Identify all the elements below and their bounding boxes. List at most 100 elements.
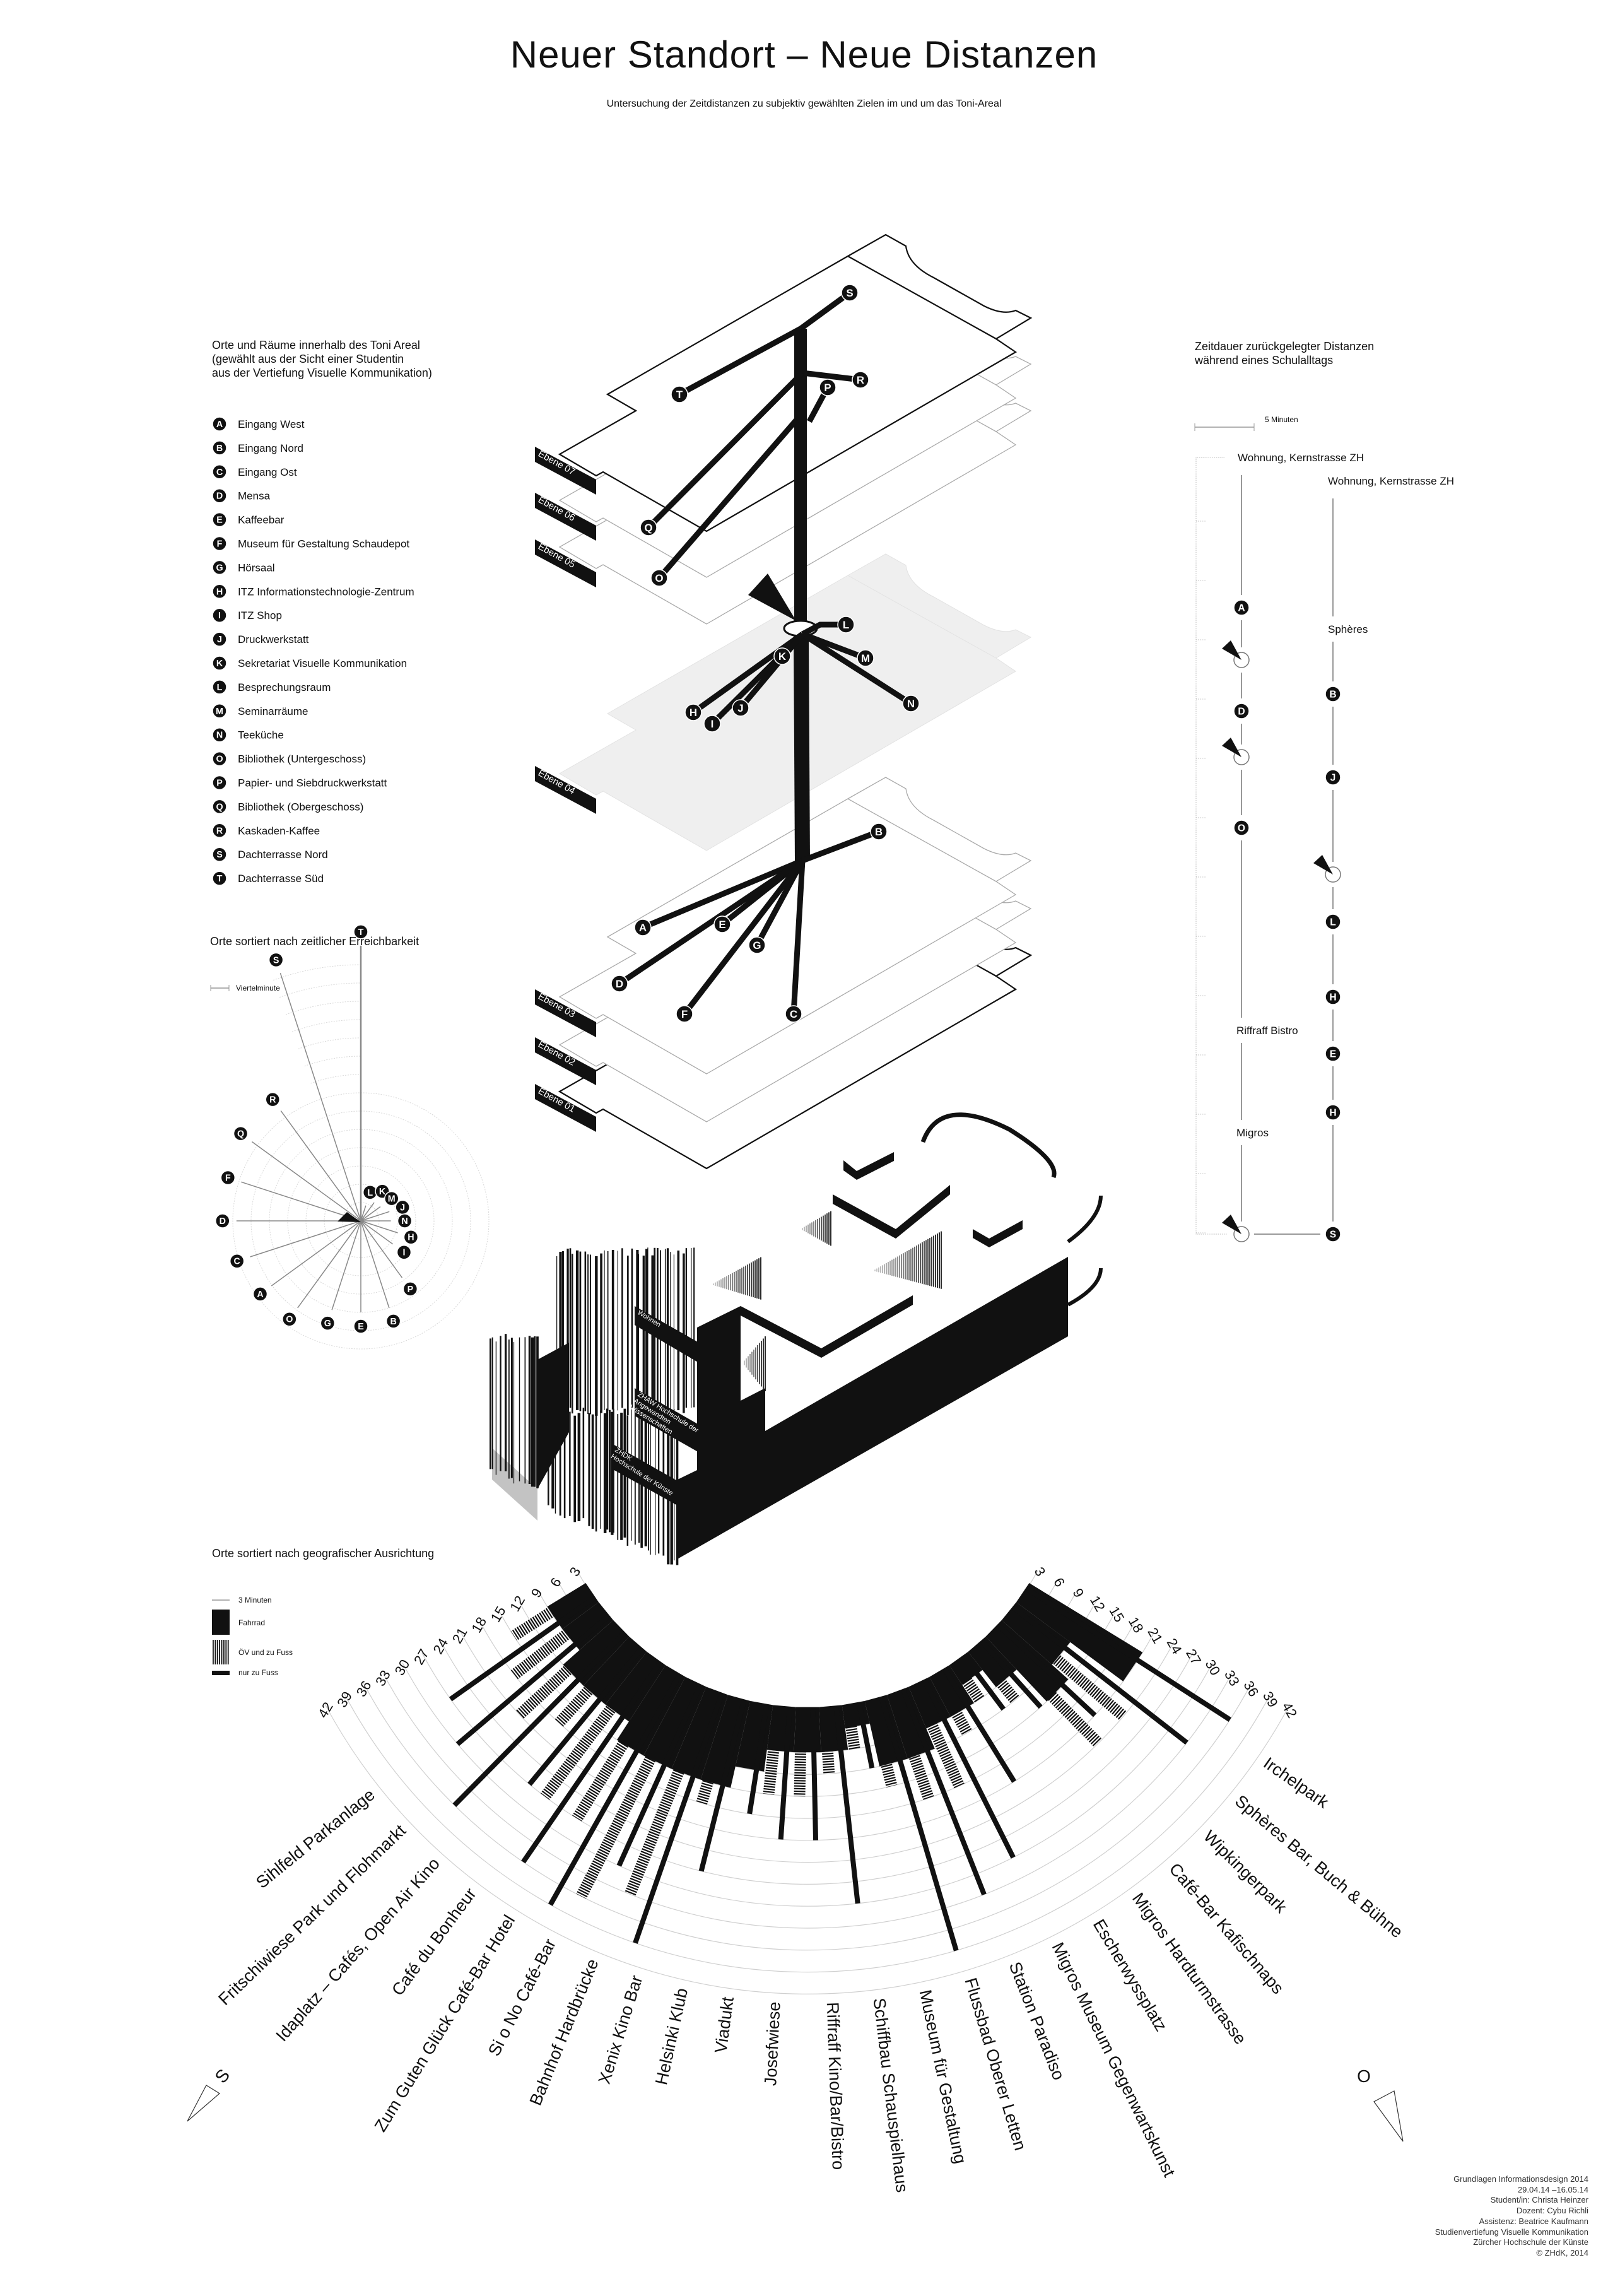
badge-circle xyxy=(671,386,688,403)
badge-circle xyxy=(713,915,731,933)
place-badge-M: M xyxy=(212,704,227,719)
badge-letter: O xyxy=(655,572,663,584)
legend-item-label: Hörsaal xyxy=(238,562,275,574)
facade-stripe xyxy=(642,1256,645,1416)
facade-stripe xyxy=(589,1254,591,1415)
badge-letter: F xyxy=(225,1173,231,1183)
badge-letter: M xyxy=(216,707,223,717)
tick-label-right: 27 xyxy=(1183,1646,1204,1668)
route-line xyxy=(682,859,805,1016)
roof-edge xyxy=(833,1185,950,1239)
badge-circle xyxy=(212,799,227,815)
place-badge-B: B xyxy=(212,440,227,456)
legend-transit-swatch xyxy=(219,1640,220,1664)
roof-curve xyxy=(1067,1195,1103,1307)
bar-transit xyxy=(887,1692,934,1800)
bar-walk xyxy=(778,1707,792,1840)
place-badge-E: E xyxy=(212,512,227,527)
badge-letter: K xyxy=(778,651,787,662)
category-label: Viadukt xyxy=(711,1996,737,2054)
category-label: Station Paradiso xyxy=(1006,1959,1069,2083)
badge-circle xyxy=(233,1126,249,1141)
legend-transit-swatch xyxy=(216,1640,218,1664)
place-badge-G: G xyxy=(212,560,227,575)
route-line xyxy=(738,632,805,710)
route-line xyxy=(657,418,799,580)
reachability-scale-label: Viertelminute xyxy=(236,984,280,992)
place-badge-H: H xyxy=(684,704,702,721)
badge-circle xyxy=(902,695,920,712)
legend-transit-swatch xyxy=(225,1640,227,1664)
badge-letter: J xyxy=(400,1203,405,1213)
legend-item-label: ITZ Shop xyxy=(238,609,282,621)
legend-item: G Hörsaal xyxy=(212,560,275,575)
place-badge-O: O xyxy=(1233,820,1250,836)
badge-circle xyxy=(212,704,227,719)
facade-stripe xyxy=(621,1248,623,1408)
bar-walk xyxy=(521,1661,662,1864)
category-label: Xenix Kino Bar xyxy=(595,1973,647,2086)
grid-ring-24 xyxy=(440,1642,1175,1863)
facade-stripe xyxy=(510,1338,513,1478)
route-line xyxy=(642,857,804,931)
badge-circle xyxy=(396,1245,412,1260)
bar-walk xyxy=(633,1693,724,1944)
place-badge-H: H xyxy=(403,1230,419,1245)
badge-circle xyxy=(212,871,227,886)
spoke-H xyxy=(360,1220,398,1233)
spoke-K xyxy=(360,1202,375,1222)
place-badge-I: I xyxy=(703,715,721,733)
bar-bike xyxy=(968,1636,1017,1688)
grid-ring-27 xyxy=(421,1652,1194,1885)
bar-walk xyxy=(1025,1586,1231,1722)
you-are-here-arrow-icon xyxy=(337,1212,361,1222)
badge-letter: R xyxy=(216,826,223,836)
place-badge-S: S xyxy=(212,847,227,862)
category-label: Josefwiese xyxy=(761,2001,784,2087)
legend-walk-swatch xyxy=(212,1671,230,1675)
heading-line: aus der Vertiefung Visuelle Kommunikatio… xyxy=(212,367,432,379)
facade-stripe xyxy=(595,1256,598,1416)
bar-walk xyxy=(1012,1606,1188,1745)
you-are-here-arrow-icon xyxy=(748,574,796,621)
facade-stripe xyxy=(572,1254,573,1414)
facade-stripe xyxy=(504,1334,507,1471)
legend-item-label: Museum für Gestaltung Schaudepot xyxy=(238,538,409,550)
badge-letter: T xyxy=(217,874,223,884)
badge-circle xyxy=(1233,703,1250,719)
facade-stripe xyxy=(617,1414,619,1540)
bar-bike xyxy=(583,1636,647,1705)
route-line xyxy=(790,860,806,1015)
badge-letter: D xyxy=(216,492,223,502)
facade-stripe xyxy=(607,1251,609,1411)
facade-stripe xyxy=(569,1248,572,1408)
legend-item-label: Mensa xyxy=(238,490,271,502)
badge-circle xyxy=(320,1316,336,1331)
badge-letter: T xyxy=(676,389,683,401)
facade-stripe xyxy=(490,1338,491,1469)
badge-circle xyxy=(773,647,791,665)
facade-stripe xyxy=(491,1337,493,1469)
tick-label-right: 24 xyxy=(1164,1635,1185,1657)
badge-letter: G xyxy=(324,1319,331,1329)
badge-letter: A xyxy=(257,1290,263,1300)
bar-transit xyxy=(950,1659,985,1703)
tick-label-left: 42 xyxy=(315,1699,336,1721)
place-badge-B: B xyxy=(1325,686,1341,702)
badge-letter: P xyxy=(408,1285,414,1295)
tick-label-left: 12 xyxy=(507,1593,528,1615)
facade-stripe xyxy=(685,1248,687,1408)
floor-inner-edge xyxy=(847,798,997,882)
place-badge-A: A xyxy=(1233,599,1250,616)
credit-line: © ZHdK, 2014 xyxy=(1536,2247,1588,2258)
badge-letter: C xyxy=(790,1008,797,1020)
heading-line: während eines Schulalltags xyxy=(1195,354,1334,367)
badge-letter: O xyxy=(286,1315,293,1325)
